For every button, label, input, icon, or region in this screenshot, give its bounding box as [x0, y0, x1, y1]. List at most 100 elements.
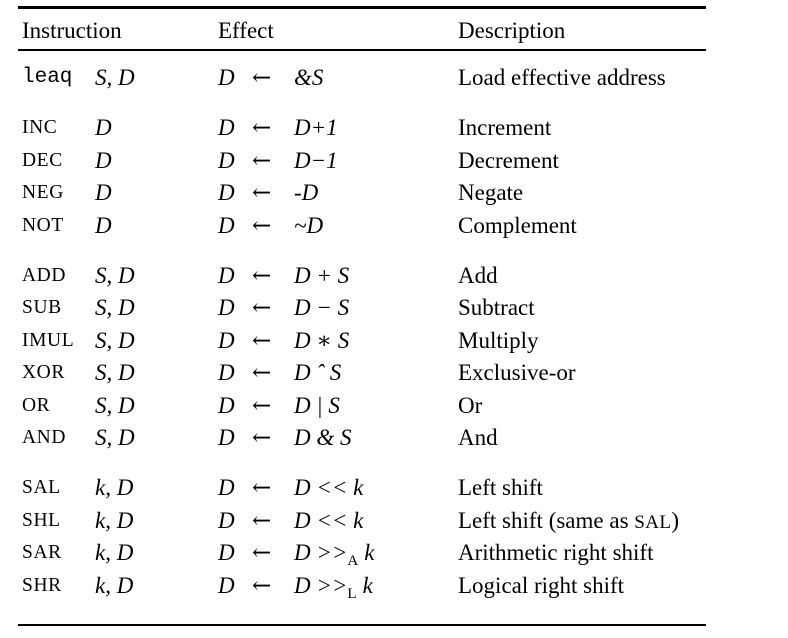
left-arrow-icon: ← [252, 540, 272, 566]
instruction-description: Logical right shift [458, 572, 625, 598]
effect-destination: D [218, 180, 235, 205]
left-arrow-icon: ← [252, 212, 272, 239]
instruction-operands: k, D [95, 507, 134, 533]
left-arrow-icon: ← [252, 327, 272, 354]
effect-expression-operator: D >> [294, 540, 348, 565]
instruction-description: Subtract [458, 295, 535, 320]
instruction-mnemonic: SUB [22, 297, 62, 318]
description-mnemonic-reference: SAL [634, 511, 672, 533]
description-text-suffix: ) [671, 507, 680, 533]
left-arrow-icon: ← [252, 147, 272, 174]
instruction-operands: S, D [95, 262, 135, 288]
instruction-mnemonic: NEG [22, 182, 64, 203]
effect-expression-operand: k [356, 572, 373, 598]
effect-expression-subscript: A [347, 552, 359, 569]
instruction-operands: S, D [95, 392, 135, 418]
instruction-operands: D [95, 147, 112, 173]
left-arrow-icon: ← [252, 65, 272, 91]
instruction-mnemonic: INC [22, 117, 58, 138]
table-row: leaq S, D D ← &S Load effective address [0, 62, 788, 94]
effect-destination: D [218, 425, 235, 450]
effect-destination: D [218, 147, 235, 173]
instruction-description: Increment [458, 115, 552, 140]
instruction-description: Multiply [458, 327, 539, 353]
effect-destination: D [218, 360, 235, 385]
instruction-description: Add [458, 262, 498, 288]
instruction-mnemonic: NOT [22, 214, 64, 236]
effect-expression: D+1 [294, 115, 338, 140]
column-header-instruction: Instruction [22, 18, 122, 43]
effect-expression-operator: D >> [294, 572, 348, 598]
instruction-operands: k, D [95, 540, 134, 565]
effect-destination: D [218, 572, 235, 598]
left-arrow-icon: ← [252, 262, 272, 289]
instruction-description: Complement [458, 212, 577, 238]
instruction-operands: S, D [95, 65, 135, 90]
instruction-description: Load effective address [458, 65, 666, 90]
instruction-mnemonic: IMUL [22, 329, 75, 351]
instruction-mnemonic: SAR [22, 542, 62, 563]
effect-expression: ~D [294, 212, 324, 238]
left-arrow-icon: ← [252, 360, 272, 386]
table-top-rule [18, 6, 706, 9]
effect-destination: D [218, 475, 235, 500]
table-row: AND S, D D ← D & S And [0, 422, 788, 454]
effect-destination: D [218, 65, 235, 90]
effect-expression: D ˆ S [294, 360, 342, 385]
effect-destination: D [218, 212, 235, 238]
table-bottom-rule [18, 624, 706, 626]
effect-expression: D >>L k [294, 570, 373, 610]
instruction-mnemonic: SHL [22, 509, 61, 531]
instruction-operands: S, D [95, 295, 135, 320]
instruction-mnemonic: XOR [22, 362, 65, 383]
left-arrow-icon: ← [252, 392, 272, 419]
instruction-mnemonic: SAL [22, 477, 61, 498]
instruction-mnemonic: ADD [22, 264, 67, 286]
instruction-description: Left shift [458, 475, 543, 500]
instruction-mnemonic: AND [22, 427, 67, 448]
instruction-operands: S, D [95, 425, 135, 450]
instruction-operands: S, D [95, 327, 135, 353]
effect-expression: -D [294, 180, 319, 205]
instruction-description: Negate [458, 180, 524, 205]
effect-expression: D & S [294, 425, 352, 450]
effect-expression: &S [294, 65, 324, 90]
instruction-mnemonic: DEC [22, 149, 63, 171]
table-row: INC D D ← D+1 Increment [0, 112, 788, 144]
description-text: Left shift (same as [458, 507, 635, 533]
instruction-description: Exclusive-or [458, 360, 576, 385]
left-arrow-icon: ← [252, 475, 272, 501]
table-header-rule [18, 49, 706, 51]
effect-expression: D | S [294, 392, 340, 418]
effect-destination: D [218, 392, 235, 418]
instruction-description: Arithmetic right shift [458, 540, 654, 565]
effect-expression: D ∗ S [294, 327, 350, 353]
instruction-operands: S, D [95, 360, 135, 385]
instruction-description: Left shift (same as SAL) [458, 505, 679, 539]
left-arrow-icon: ← [252, 425, 272, 451]
left-arrow-icon: ← [252, 180, 272, 206]
left-arrow-icon: ← [252, 507, 272, 534]
column-header-effect: Effect [218, 18, 274, 43]
effect-destination: D [218, 507, 235, 533]
left-arrow-icon: ← [252, 572, 272, 599]
effect-destination: D [218, 115, 235, 140]
instruction-description: And [458, 425, 498, 450]
instruction-operands: k, D [95, 572, 134, 598]
effect-expression: D + S [294, 262, 350, 288]
left-arrow-icon: ← [252, 295, 272, 321]
instruction-description: Decrement [458, 147, 559, 173]
effect-expression: D >>A k [294, 537, 375, 577]
left-arrow-icon: ← [252, 115, 272, 141]
effect-destination: D [218, 262, 235, 288]
instruction-operands: D [95, 115, 112, 140]
instruction-mnemonic: leaq [22, 66, 73, 89]
